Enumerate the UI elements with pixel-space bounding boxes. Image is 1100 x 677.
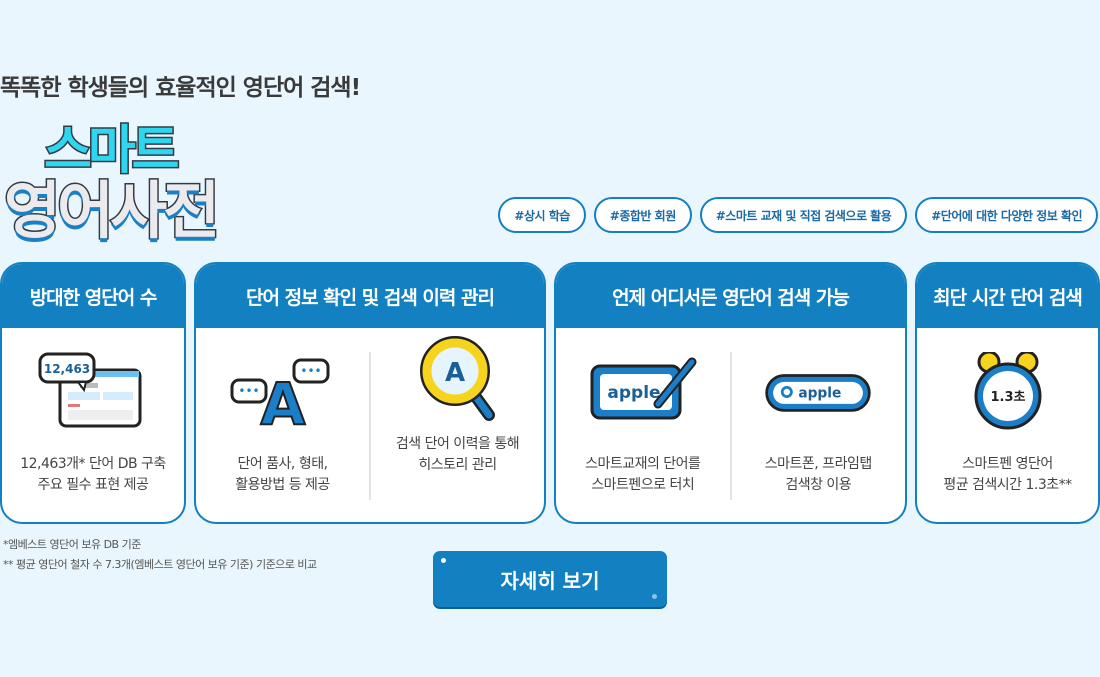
feature-card-anywhere: 언제 어디서든 영단어 검색 가능 apple 스마트교재의 단어를 스마트펜으… (554, 262, 907, 524)
svg-text:apple: apple (607, 383, 660, 403)
footnotes: *엠베스트 영단어 보유 DB 기준 ** 평균 영단어 철자 수 7.3개(엠… (3, 535, 317, 575)
tagline: 똑똑한 학생들의 효율적인 영단어 검색! (0, 75, 361, 101)
card-title: 단어 정보 확인 및 검색 이력 관리 (196, 264, 544, 328)
smart-dictionary-logo: 스마트 영어사전 (2, 108, 260, 249)
hashtag[interactable]: #단어에 대한 다양한 정보 확인 (915, 197, 1098, 233)
svg-text:apple: apple (799, 386, 842, 402)
svg-text:•••: ••• (238, 384, 259, 398)
card-description: 스마트교재의 단어를 스마트펜으로 터치 (585, 456, 701, 493)
card-title: 최단 시간 단어 검색 (917, 264, 1098, 328)
card-description: 12,463개* 단어 DB 구축 주요 필수 표현 제공 (20, 456, 166, 493)
alarm-clock-icon: 1.3초 (953, 352, 1063, 432)
hashtag[interactable]: #종합반 회원 (593, 197, 692, 233)
svg-text:•••: ••• (300, 364, 321, 378)
footnote: ** 평균 영단어 철자 수 7.3개(엠베스트 영단어 보유 기준) 기준으로… (3, 558, 317, 571)
card-title: 방대한 영단어 수 (2, 264, 184, 328)
hashtag[interactable]: #상시 학습 (498, 197, 586, 233)
feature-card-word-count: 방대한 영단어 수 12,463 12,463개* 단어 DB 구축 주요 필수… (0, 262, 186, 524)
magnifier-icon: A (403, 328, 513, 432)
letter-a-speech-icon: A••• ••• (228, 352, 338, 432)
card-description: 검색 단어 이력을 통해 히스토리 관리 (395, 436, 520, 473)
feature-card-word-info: 단어 정보 확인 및 검색 이력 관리 A•••••• 단어 품사, 형태, 활… (194, 262, 546, 524)
smart-pen-icon: apple (588, 352, 698, 432)
svg-text:1.3초: 1.3초 (990, 390, 1025, 405)
card-description: 단어 품사, 형태, 활용방법 등 제공 (235, 456, 330, 493)
card-description: 스마트폰, 프라임탭 검색창 이용 (764, 456, 872, 493)
search-bar-icon: apple (763, 352, 873, 432)
svg-text:A: A (444, 358, 464, 388)
hashtag-list: #상시 학습 #종합반 회원 #스마트 교재 및 직접 검색으로 활용 #단어에… (498, 197, 1098, 233)
card-description: 스마트펜 영단어 평균 검색시간 1.3초** (943, 456, 1072, 493)
feature-card-fast-search: 최단 시간 단어 검색 1.3초 스마트펜 영단어 평균 검색시간 1.3초** (915, 262, 1100, 524)
card-title: 언제 어디서든 영단어 검색 가능 (556, 264, 905, 328)
database-window-icon: 12,463 (38, 352, 148, 432)
logo-line1: 스마트 (43, 120, 182, 183)
hashtag[interactable]: #스마트 교재 및 직접 검색으로 활용 (699, 197, 908, 233)
logo-line2: 영어사전 (2, 173, 221, 249)
footnote: *엠베스트 영단어 보유 DB 기준 (3, 538, 141, 551)
word-count-bubble: 12,463 (44, 362, 90, 376)
view-more-button[interactable]: 자세히 보기 (433, 551, 667, 607)
svg-text:A: A (260, 370, 305, 432)
